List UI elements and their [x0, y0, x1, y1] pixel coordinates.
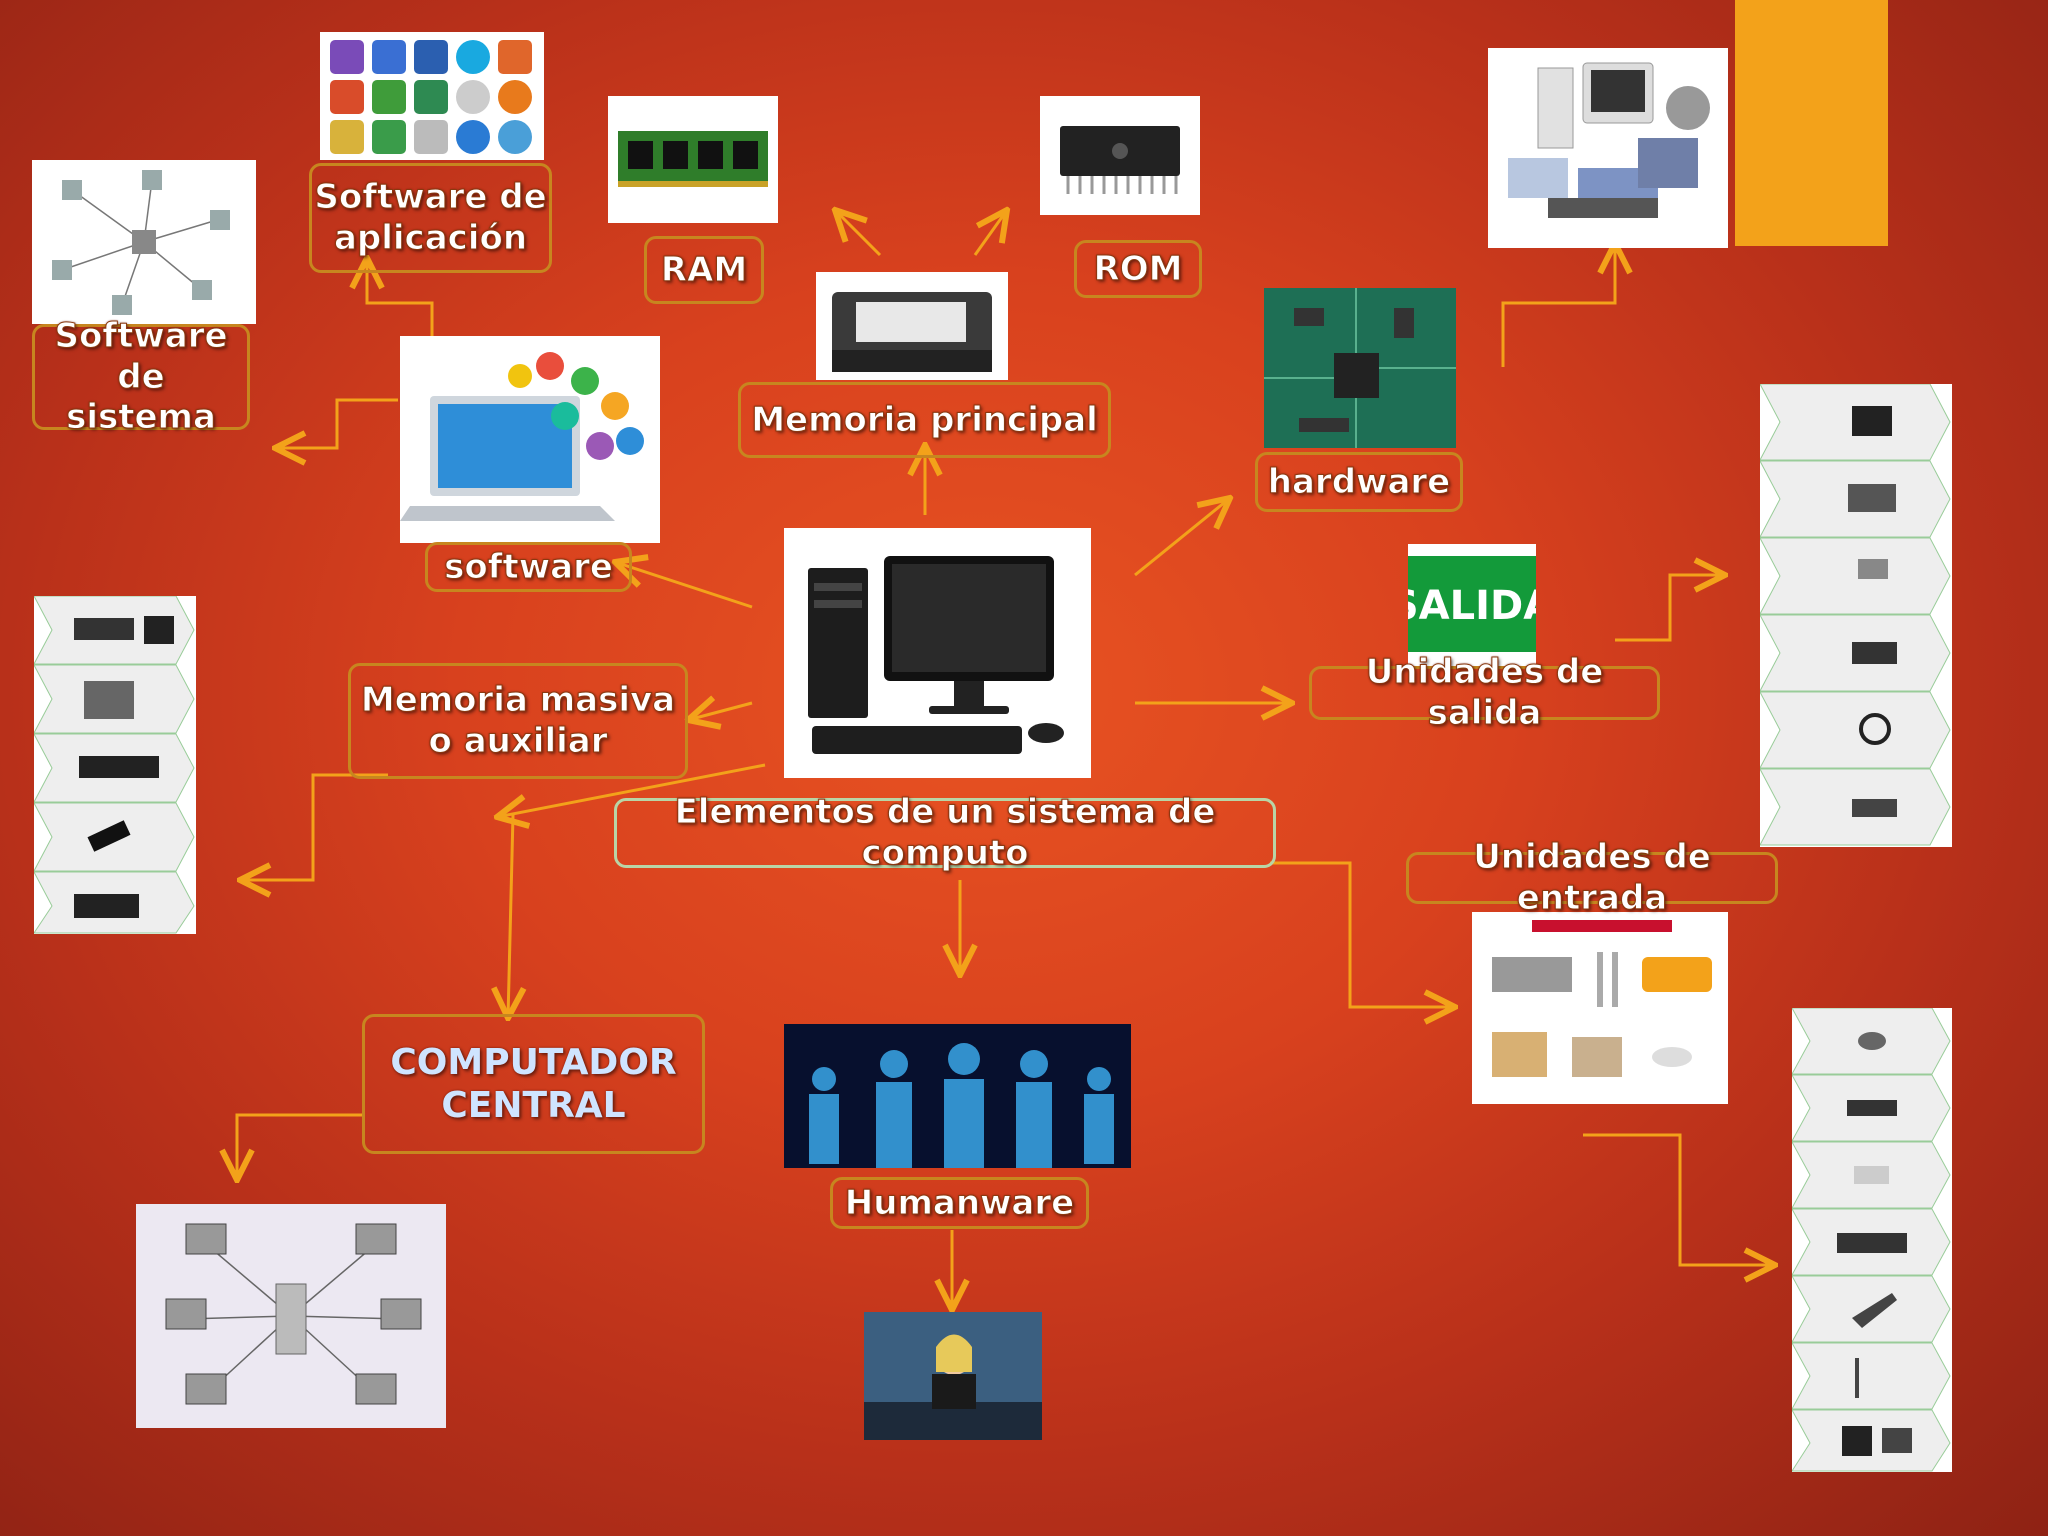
ram-image [608, 96, 778, 223]
central-node-label: Elementos de un sistema de computo [614, 792, 1276, 874]
system-software-diagram-image [32, 160, 256, 324]
circuit-board-icon [1264, 288, 1456, 448]
arrow-to-hardware-devices [1501, 243, 1615, 367]
desktop-computer-image [784, 528, 1091, 778]
humanware-label: Humanware [830, 1177, 1089, 1229]
software-label: software [425, 542, 632, 592]
input-devices-diagram-icon [1492, 920, 1712, 1077]
arrow-to-unidades-entrada [1270, 861, 1455, 1007]
output-devices-icon [1760, 384, 1951, 846]
network-image [136, 1204, 446, 1428]
ram-module-icon [618, 131, 768, 187]
arrow-to-software-aplicacion [367, 258, 434, 350]
input-devices-image [1792, 1008, 1952, 1472]
rom-image [1040, 96, 1200, 215]
memoria-masiva-label: Memoria masiva o auxiliar [348, 663, 688, 779]
unidades-entrada-label: Unidades de entrada [1406, 837, 1778, 919]
digital-people-icon [784, 1024, 1131, 1168]
arrow-to-computador-central [508, 814, 513, 1018]
software-sistema-label: Software de sistema [32, 315, 250, 438]
humanware-digital-image [784, 1024, 1131, 1168]
application-icons-image [320, 32, 544, 160]
arrow-to-memoria-masiva [688, 703, 753, 720]
laptop-software-image [400, 336, 660, 543]
hardware-devices-icon [1508, 62, 1710, 218]
arrow-to-hardware [1134, 498, 1230, 577]
hardware-devices-image [1488, 48, 1728, 248]
ram-label: RAM [644, 236, 764, 304]
output-devices-image [1760, 384, 1952, 847]
computador-central-label: COMPUTADOR CENTRAL [362, 1014, 705, 1154]
app-icons-grid-icon [330, 40, 532, 154]
input-devices-icon [1792, 1008, 1951, 1472]
software-aplicacion-label: Software de aplicación [309, 163, 552, 273]
circuit-board-image [1264, 288, 1456, 448]
arrow-to-output-devices [1615, 575, 1725, 642]
network-icon [165, 1223, 422, 1405]
rom-label: ROM [1074, 240, 1202, 298]
arrow-to-input-devices [1583, 1133, 1775, 1265]
humanware-person-image [864, 1312, 1042, 1440]
arrow-to-computador-central-branch [497, 763, 766, 817]
salida-sign-image: SALIDA [1408, 544, 1536, 666]
salida-sign-text: SALIDA [1408, 583, 1536, 629]
arrow-to-software-sistema [275, 398, 398, 448]
desktop-computer-icon [808, 556, 1064, 754]
storage-devices-icon [34, 596, 195, 934]
arrow-to-ram [835, 210, 882, 257]
arrow-to-software [615, 562, 753, 609]
accent-bar [1735, 0, 1888, 246]
unidades-salida-label: Unidades de salida [1309, 652, 1660, 734]
arrow-to-network [237, 1113, 362, 1180]
arrow-to-storage-devices [240, 773, 388, 880]
laptop-icon [400, 352, 644, 521]
system-network-icon [52, 170, 230, 315]
memoria-principal-label: Memoria principal [738, 382, 1111, 458]
storage-devices-image [34, 596, 196, 934]
arrow-to-rom [973, 210, 1007, 256]
input-devices-diagram-image [1472, 912, 1728, 1104]
memory-drive-image [816, 272, 1008, 380]
hard-drive-icon [832, 292, 992, 372]
rom-chip-icon [1060, 126, 1180, 194]
person-workstation-icon [864, 1312, 1042, 1440]
exit-sign-icon: SALIDA [1408, 556, 1536, 652]
hardware-label: hardware [1255, 452, 1463, 512]
